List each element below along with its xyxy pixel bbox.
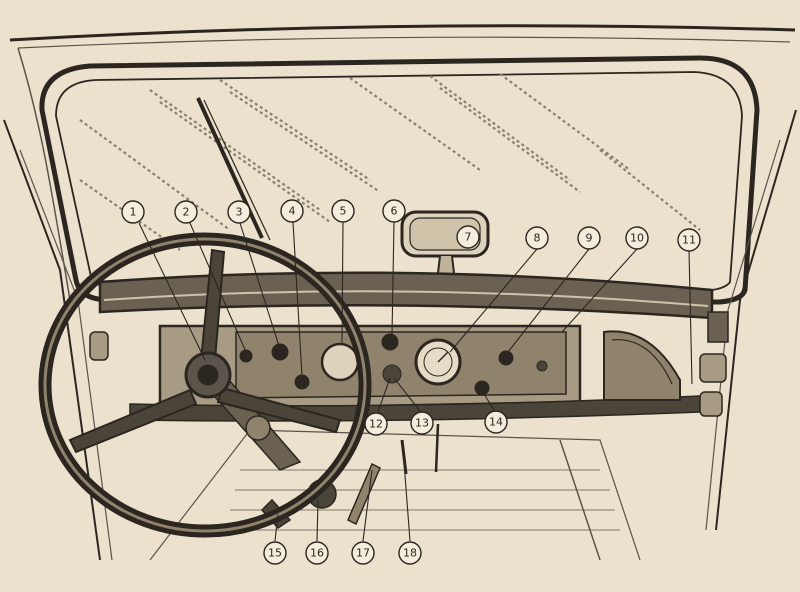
- callout-3-label: 3: [236, 206, 243, 219]
- callout-2: 2: [175, 201, 197, 223]
- callout-18: 18: [399, 542, 421, 564]
- callout-1-label: 1: [130, 206, 137, 219]
- knob-3: [272, 344, 288, 360]
- callout-11-label: 11: [682, 234, 696, 247]
- callout-16-label: 16: [310, 547, 324, 560]
- callout-15-label: 15: [268, 547, 282, 560]
- knob-13: [383, 365, 401, 383]
- callout-6-label: 6: [391, 205, 398, 218]
- callout-16: 16: [306, 542, 328, 564]
- callout-4-label: 4: [289, 205, 296, 218]
- callout-10-label: 10: [630, 232, 644, 245]
- knob-4: [295, 375, 309, 389]
- callout-14: 14: [485, 411, 507, 433]
- callout-17: 17: [352, 542, 374, 564]
- callout-1: 1: [122, 201, 144, 223]
- callout-17-label: 17: [356, 547, 370, 560]
- knob-10: [537, 361, 547, 371]
- callout-2-label: 2: [183, 206, 190, 219]
- callout-9-label: 9: [586, 232, 593, 245]
- callout-6: 6: [383, 200, 405, 222]
- callout-14-label: 14: [489, 416, 503, 429]
- callout-8-label: 8: [534, 232, 541, 245]
- callout-12: 12: [365, 413, 387, 435]
- callout-9: 9: [578, 227, 600, 249]
- callout-7: 7: [457, 226, 479, 248]
- callout-3: 3: [228, 201, 250, 223]
- callout-11: 11: [678, 229, 700, 251]
- knob-6: [382, 334, 398, 350]
- knob-14: [475, 381, 489, 395]
- callout-13: 13: [411, 412, 433, 434]
- callout-18-label: 18: [403, 547, 417, 560]
- callout-4: 4: [281, 200, 303, 222]
- knob-9: [499, 351, 513, 365]
- callout-5: 5: [332, 200, 354, 222]
- callout-8: 8: [526, 227, 548, 249]
- callout-10: 10: [626, 227, 648, 249]
- callout-5-label: 5: [340, 205, 347, 218]
- gauge-left: [322, 344, 358, 380]
- callout-15: 15: [264, 542, 286, 564]
- callout-12-label: 12: [369, 418, 383, 431]
- callout-7-label: 7: [465, 231, 472, 244]
- left-door-hardware: [90, 332, 108, 360]
- callout-13-label: 13: [415, 417, 429, 430]
